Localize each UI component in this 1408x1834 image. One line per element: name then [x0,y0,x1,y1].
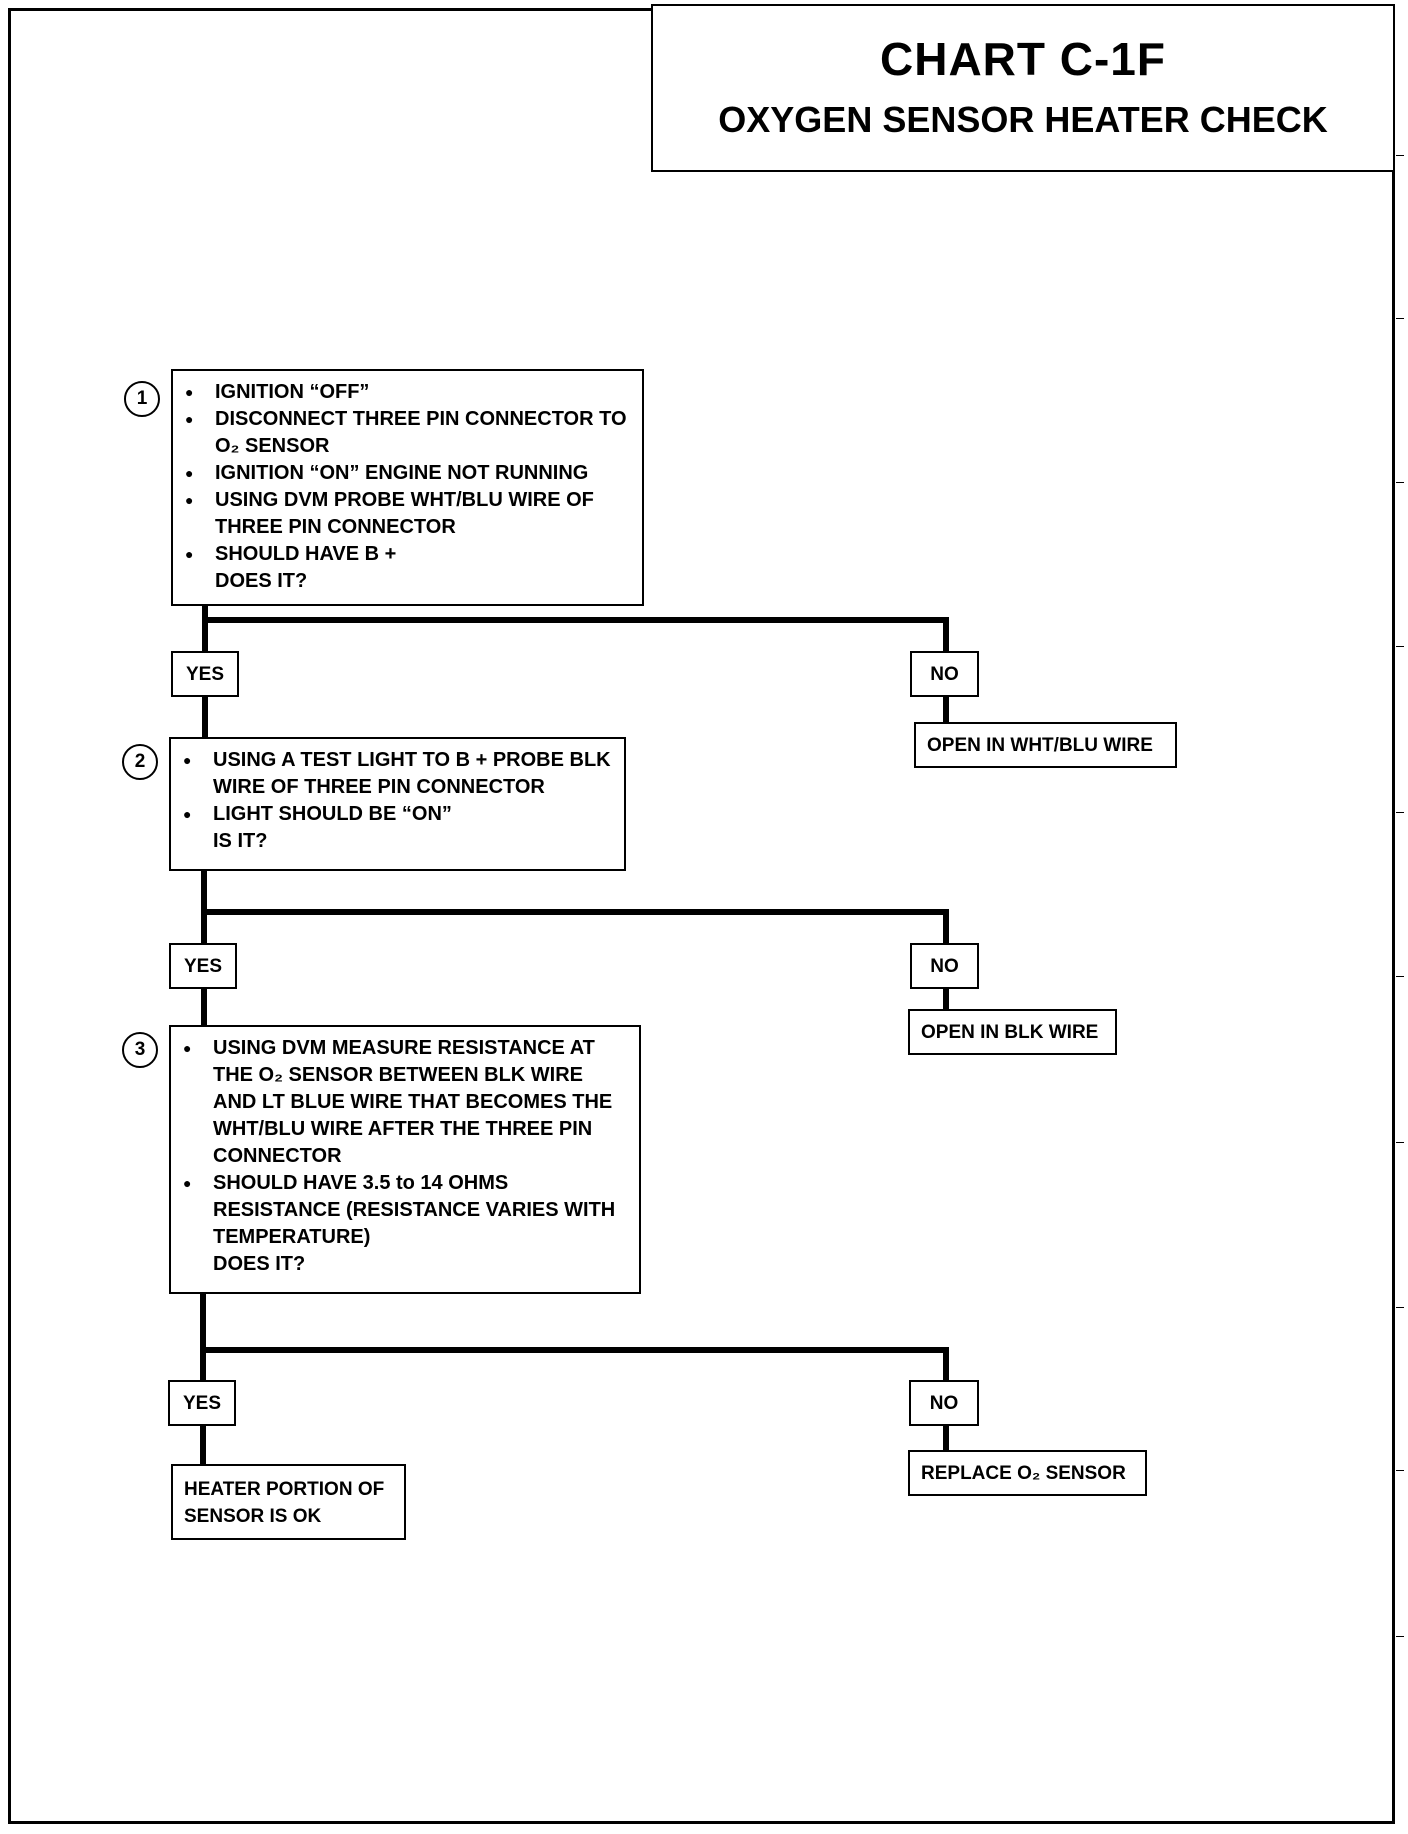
step-1-question: DOES IT? [215,570,308,592]
page-frame [8,8,1395,1824]
edge-tick [1396,318,1404,319]
connector-line [943,695,949,724]
step-number-2: 2 [122,744,158,780]
edge-tick [1396,812,1404,813]
branch-line [200,1347,949,1353]
step-3-no-result: REPLACE O₂ SENSOR [908,1450,1147,1496]
edge-tick [1396,976,1404,977]
title-block: CHART C-1F OXYGEN SENSOR HEATER CHECK [651,4,1395,172]
connector-line [202,695,208,741]
chart-id: CHART C-1F [880,33,1166,85]
edge-tick [1396,646,1404,647]
step-1-item: DISCONNECT THREE PIN CONNECTOR TO O₂ SEN… [185,406,630,460]
connector-line [943,617,949,653]
connector-line [202,605,208,653]
step-1-checklist: IGNITION “OFF” DISCONNECT THREE PIN CONN… [185,379,630,568]
step-box-1: IGNITION “OFF” DISCONNECT THREE PIN CONN… [171,369,644,606]
step-1-no-result: OPEN IN WHT/BLU WIRE [914,722,1177,768]
step-1-item: IGNITION “OFF” [185,379,630,406]
connector-line [943,1347,949,1382]
step-number-1: 1 [124,381,160,417]
connector-line [201,870,207,945]
connector-line [943,909,949,945]
step-2-yes-label: YES [169,943,237,989]
connector-line [200,1293,206,1382]
edge-tick [1396,482,1404,483]
step-3-yes-result: HEATER PORTION OF SENSOR IS OK [171,1464,406,1540]
edge-tick [1396,155,1404,156]
step-3-item: SHOULD HAVE 3.5 to 14 OHMS RESISTANCE (R… [183,1170,627,1251]
step-2-no-result: OPEN IN BLK WIRE [908,1009,1117,1055]
step-1-item: IGNITION “ON” ENGINE NOT RUNNING [185,460,630,487]
edge-tick [1396,1307,1404,1308]
chart-title: OXYGEN SENSOR HEATER CHECK [718,99,1328,140]
step-3-checklist: USING DVM MEASURE RESISTANCE AT THE O₂ S… [183,1035,627,1251]
step-2-question: IS IT? [213,830,268,852]
step-1-item: SHOULD HAVE B + [185,541,630,568]
step-1-no-label: NO [910,651,979,697]
step-2-item: USING A TEST LIGHT TO B + PROBE BLK WIRE… [183,747,612,801]
step-2-no-label: NO [910,943,979,989]
edge-tick [1396,1636,1404,1637]
step-3-no-label: NO [909,1380,979,1426]
step-box-3: USING DVM MEASURE RESISTANCE AT THE O₂ S… [169,1025,641,1294]
connector-line [200,1424,206,1466]
step-2-item: LIGHT SHOULD BE “ON” [183,801,612,828]
connector-line [943,987,949,1011]
step-2-checklist: USING A TEST LIGHT TO B + PROBE BLK WIRE… [183,747,612,828]
branch-line [201,909,949,915]
connector-line [943,1424,949,1452]
step-number-3: 3 [122,1032,158,1068]
connector-line [201,987,207,1027]
edge-tick [1396,1470,1404,1471]
step-box-2: USING A TEST LIGHT TO B + PROBE BLK WIRE… [169,737,626,871]
step-3-question: DOES IT? [213,1253,306,1275]
step-3-yes-label: YES [168,1380,236,1426]
step-1-yes-label: YES [171,651,239,697]
step-3-item: USING DVM MEASURE RESISTANCE AT THE O₂ S… [183,1035,627,1170]
branch-line [202,617,949,623]
step-1-item: USING DVM PROBE WHT/BLU WIRE OF THREE PI… [185,487,630,541]
edge-tick [1396,1142,1404,1143]
